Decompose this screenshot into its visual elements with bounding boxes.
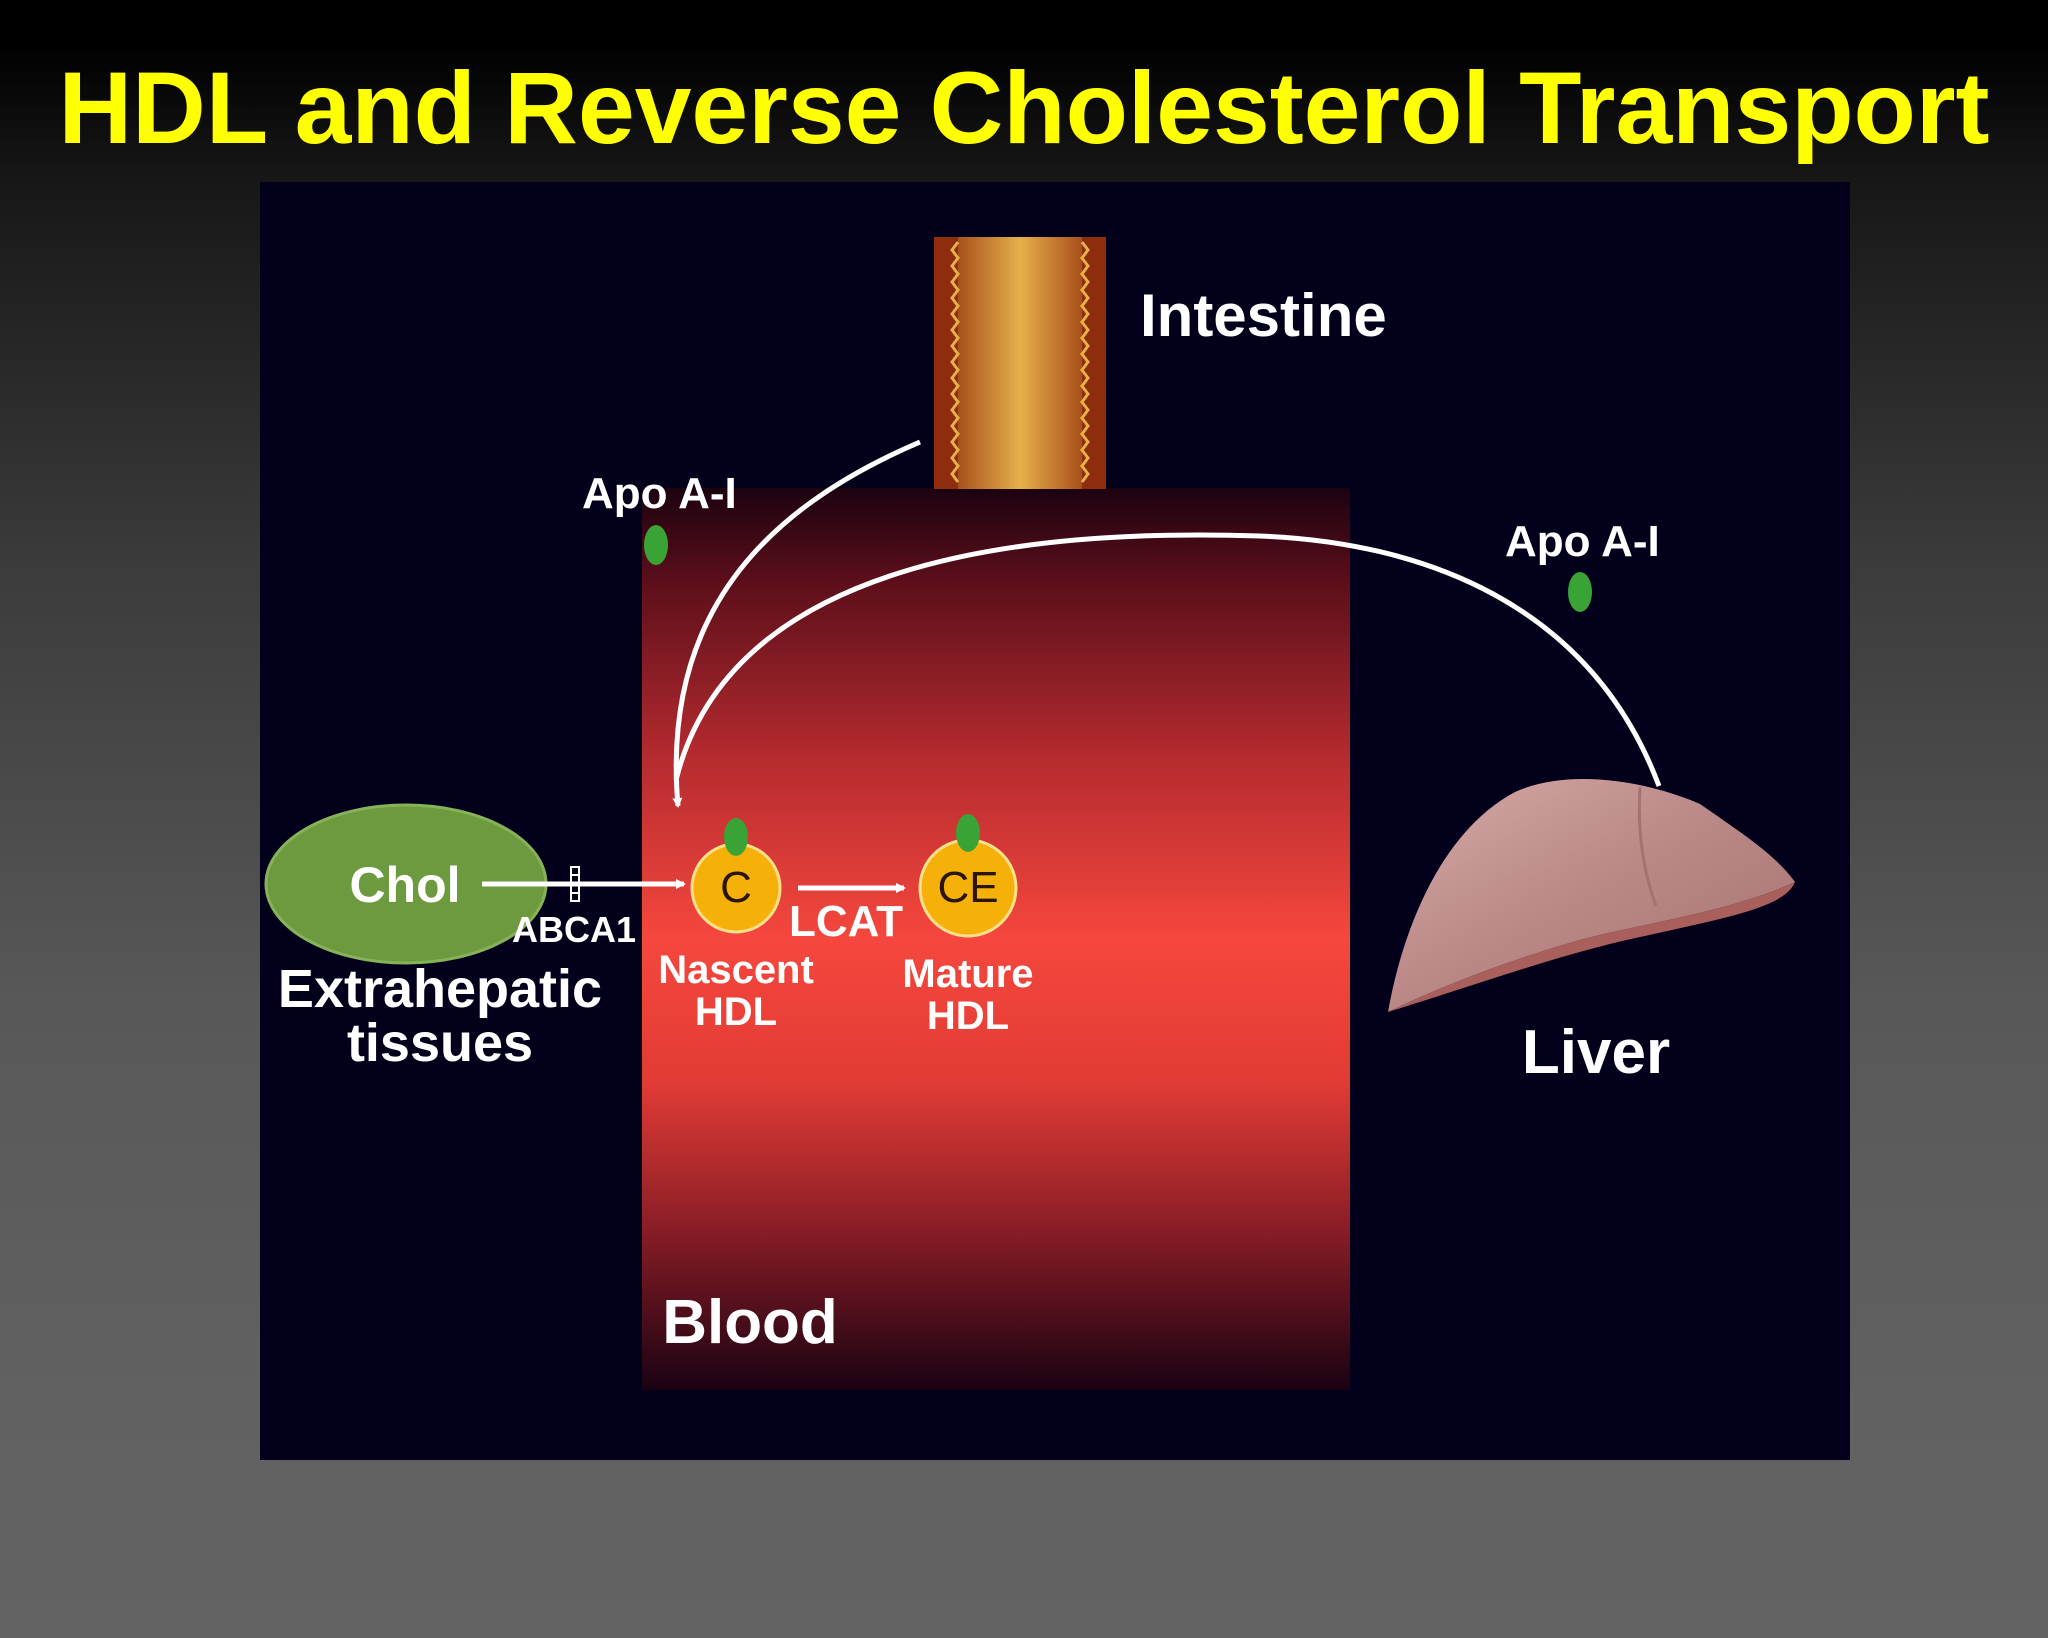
extrahepatic-label-line1: Extrahepatic [260,962,620,1016]
ce-label: CE [928,866,1008,910]
liver-label: Liver [1506,1022,1686,1084]
mature-hdl-label-line1: Mature [888,954,1048,994]
diagram-graphics [260,182,1850,1460]
mature-hdl-label-line2: HDL [888,996,1048,1036]
apo-a1-on-mature-hdl [956,814,980,852]
apo-a1-label-left: Apo A-I [582,472,732,516]
liver-graphic [1388,779,1795,1012]
slide-title: HDL and Reverse Cholesterol Transport [0,48,2048,168]
nascent-hdl-label-line1: Nascent [656,950,816,990]
apo-a1-particle-right [1568,572,1592,612]
chol-label: Chol [340,860,470,910]
rct-diagram: Intestine Apo A-I Apo A-I Chol ABCA1 Ext… [260,182,1850,1460]
nascent-hdl-label-line2: HDL [656,992,816,1032]
apo-a1-particle-left [644,525,668,565]
c-label: C [706,866,766,910]
abca1-label: ABCA1 [504,912,644,948]
apo-a1-label-right: Apo A-I [1505,520,1655,564]
extrahepatic-label-line2: tissues [260,1016,620,1070]
intestine-graphic [934,237,1106,489]
lcat-label: LCAT [786,900,906,944]
intestine-label: Intestine [1140,286,1387,346]
apo-a1-on-nascent-hdl [724,818,748,856]
blood-label: Blood [660,1292,840,1354]
blood-compartment [642,488,1350,1390]
